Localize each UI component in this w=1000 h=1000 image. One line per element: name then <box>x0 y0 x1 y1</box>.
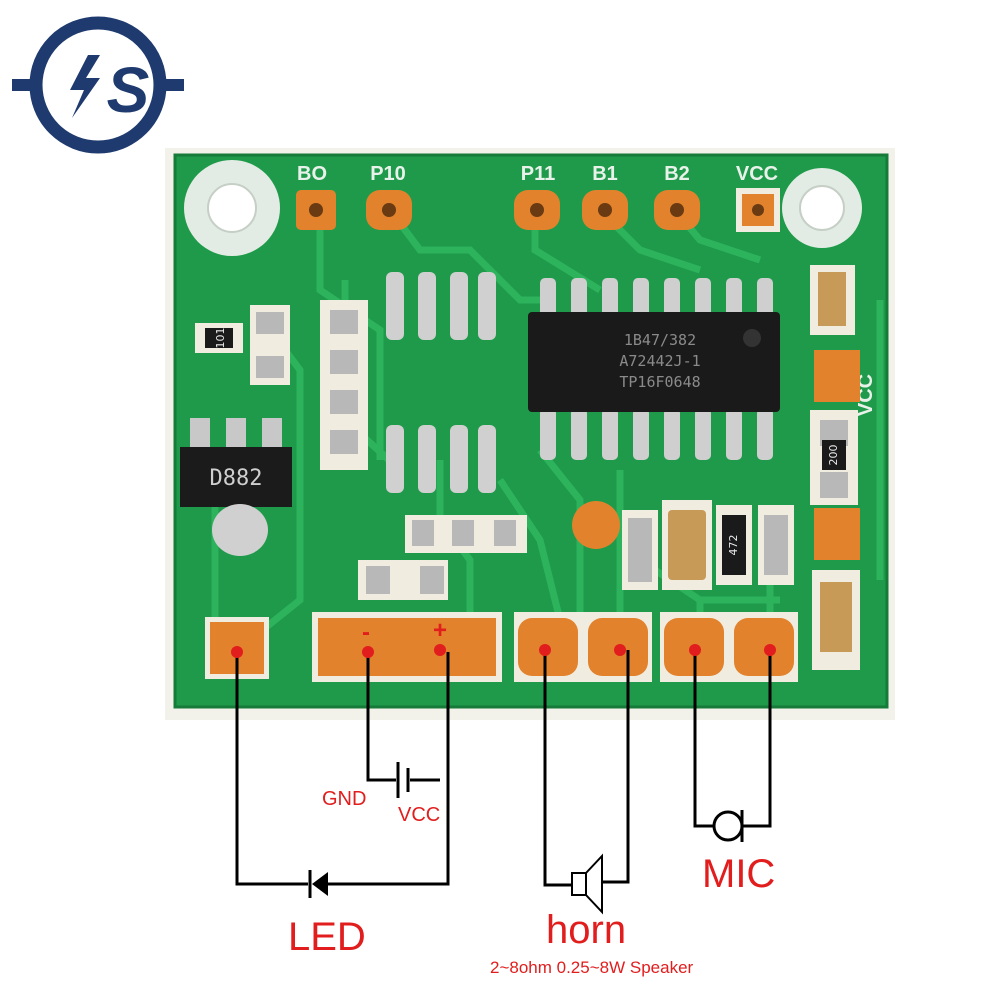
polarity-plus: + <box>433 617 447 644</box>
svg-text:1B47/382: 1B47/382 <box>624 331 696 349</box>
pad-right-mid <box>814 508 860 560</box>
svg-text:D882: D882 <box>210 466 263 491</box>
capacitor-right-bottom <box>812 570 860 670</box>
silk-p11: P11 <box>521 163 555 185</box>
silk-p10: P10 <box>370 163 406 185</box>
brand-logo: S <box>12 16 184 154</box>
silk-vcc-top: VCC <box>736 163 778 185</box>
capacitor-c1 <box>250 305 290 385</box>
logo-letter: S <box>107 54 150 126</box>
silk-b2: B2 <box>664 163 690 185</box>
smd-array <box>320 272 496 493</box>
mic-icon <box>712 810 744 842</box>
svg-text:472: 472 <box>727 535 740 556</box>
battery-symbol <box>396 762 410 798</box>
bolt-icon <box>70 55 100 118</box>
bottom-pads <box>205 612 798 682</box>
svg-text:A72442J-1: A72442J-1 <box>619 352 700 370</box>
polarity-minus: - <box>362 619 370 646</box>
svg-text:101: 101 <box>214 328 227 349</box>
capacitor-row: 472 <box>622 500 794 590</box>
top-header-pads <box>296 188 780 232</box>
mic-label: MIC <box>702 852 776 896</box>
capacitor-right-top <box>810 265 855 335</box>
silk-bo: BO <box>297 163 327 185</box>
silk-b1: B1 <box>592 163 618 185</box>
wires <box>235 650 772 887</box>
silk-vcc-side: VCC <box>855 374 877 416</box>
resistor-101: 101 <box>195 323 243 353</box>
svg-text:200: 200 <box>827 445 840 466</box>
pad-round <box>572 501 620 549</box>
transistor-d882: D882 <box>180 418 292 556</box>
small-pads <box>358 515 527 600</box>
speaker-spec: 2~8ohm 0.25~8W Speaker <box>490 958 694 977</box>
resistor-200: 200 <box>810 410 858 505</box>
led-diode-symbol <box>308 870 328 898</box>
pad-vcc-side <box>814 350 860 402</box>
svg-text:TP16F0648: TP16F0648 <box>619 373 700 391</box>
led-label: LED <box>288 915 366 959</box>
pcb-board: BO P10 P11 B1 B2 VCC VCC 101 D882 <box>173 153 889 709</box>
vcc-label: VCC <box>398 804 441 826</box>
terminal-dots <box>231 644 776 658</box>
horn-label: horn <box>546 908 627 952</box>
mount-hole-right <box>782 168 862 248</box>
speaker-icon <box>571 853 603 915</box>
main-chip: 1B47/382 A72442J-1 TP16F0648 <box>528 278 780 460</box>
mount-hole-left <box>184 160 280 256</box>
gnd-label: GND <box>322 788 367 810</box>
